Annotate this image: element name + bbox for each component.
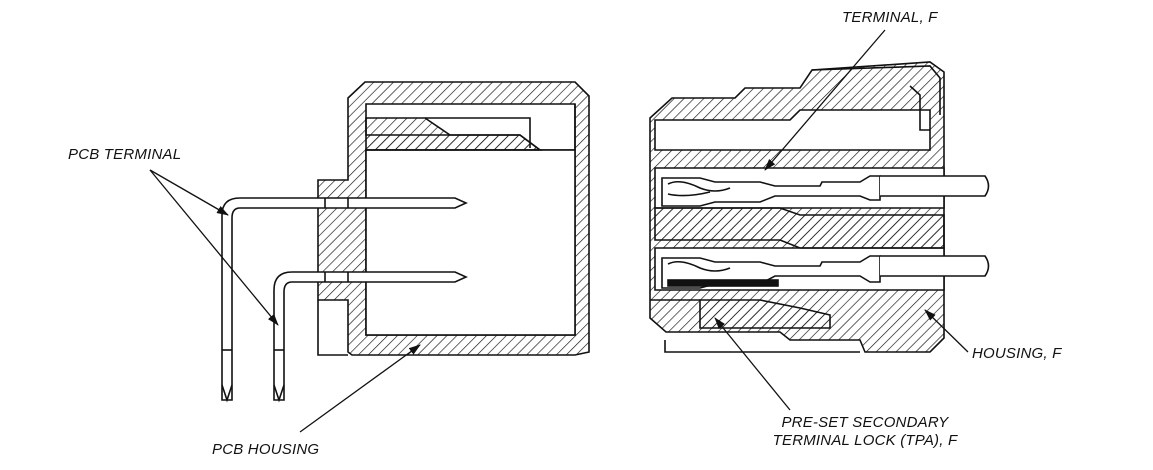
label-housing-f: HOUSING, F bbox=[972, 345, 1062, 362]
wire-lower bbox=[880, 255, 990, 277]
pcb-housing-latch-edge bbox=[425, 117, 531, 148]
tpa-shape bbox=[699, 299, 831, 329]
label-terminal-f: TERMINAL, F bbox=[842, 9, 938, 26]
mating-connector-assembly bbox=[649, 61, 990, 353]
housing-f-upper-cavity bbox=[654, 109, 931, 151]
left-leader-lines bbox=[149, 169, 421, 433]
leader-tpa bbox=[714, 317, 791, 411]
leader-pcb-terminal-2 bbox=[149, 169, 279, 326]
pcb-header-assembly bbox=[221, 81, 590, 403]
housing-f-bottom-edge bbox=[664, 340, 860, 353]
leader-pcb-terminal-1 bbox=[149, 169, 229, 216]
pcb-housing-standoff bbox=[317, 300, 348, 356]
wire-upper bbox=[880, 175, 990, 197]
housing-f-center-rib bbox=[654, 207, 945, 249]
label-pcb-housing: PCB HOUSING bbox=[212, 441, 320, 458]
terminal-f-lower-spring bbox=[667, 260, 731, 272]
pcb-housing-latch bbox=[365, 117, 543, 151]
pcb-terminal-lower bbox=[273, 271, 468, 401]
label-tpa-line-2: TERMINAL LOCK (TPA), F bbox=[772, 432, 958, 449]
housing-f-latch bbox=[909, 85, 930, 131]
pcb-pin-tip-1 bbox=[221, 384, 233, 403]
label-tpa: PRE-SET SECONDARY TERMINAL LOCK (TPA), F bbox=[760, 414, 970, 450]
pcb-pin-tip-2 bbox=[273, 384, 285, 403]
leader-terminal-f bbox=[764, 29, 886, 171]
housing-f-top-edge bbox=[811, 65, 941, 115]
leader-housing-f bbox=[924, 309, 969, 353]
right-leader-lines bbox=[714, 29, 969, 411]
leader-pcb-housing bbox=[299, 344, 421, 433]
terminal-f-upper-contact bbox=[667, 191, 711, 197]
pcb-housing-cavity bbox=[365, 149, 576, 336]
terminal-f-upper-spring bbox=[667, 180, 731, 192]
label-tpa-line-1: PRE-SET SECONDARY bbox=[781, 414, 949, 431]
label-pcb-terminal: PCB TERMINAL bbox=[68, 146, 182, 163]
terminal-f-lower-base bbox=[667, 279, 779, 287]
